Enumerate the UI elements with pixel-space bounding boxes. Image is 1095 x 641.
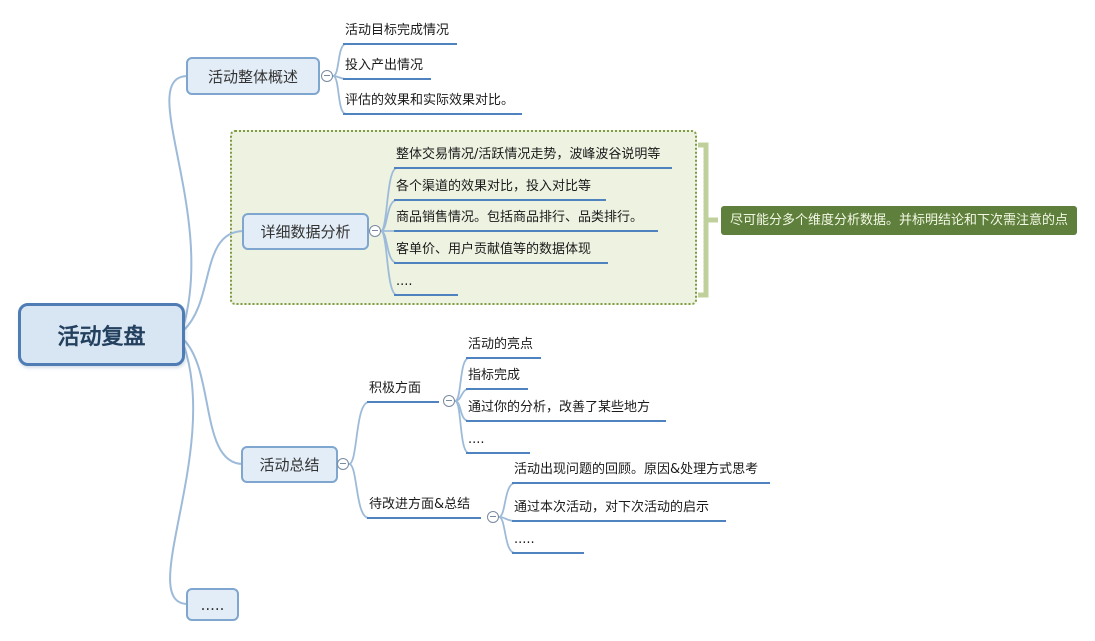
leaf-node[interactable]: 投入产出情况 xyxy=(343,57,432,80)
branch-node-summary[interactable]: 活动总结 xyxy=(241,446,338,483)
leaf-node[interactable]: .... xyxy=(394,273,458,296)
leaf-node[interactable]: 通过本次活动，对下次活动的启示 xyxy=(512,499,726,522)
collapse-icon[interactable] xyxy=(369,225,381,237)
branch-node-data-analysis[interactable]: 详细数据分析 xyxy=(242,213,369,250)
collapse-icon[interactable] xyxy=(443,395,455,407)
summary-bracket xyxy=(698,142,718,298)
leaf-node[interactable]: 各个渠道的效果对比，投入对比等 xyxy=(394,178,606,201)
collapse-icon[interactable] xyxy=(337,458,349,470)
collapse-icon[interactable] xyxy=(321,70,333,82)
root-node[interactable]: 活动复盘 xyxy=(18,303,185,366)
leaf-node[interactable]: 通过你的分析，改善了某些地方 xyxy=(466,399,666,422)
leaf-node[interactable]: 客单价、用户贡献值等的数据体现 xyxy=(394,241,608,264)
collapse-icon[interactable] xyxy=(487,511,499,523)
leaf-node[interactable]: 指标完成 xyxy=(466,367,529,390)
summary-note-callout[interactable]: 尽可能分多个维度分析数据。并标明结论和下次需注意的点 xyxy=(721,206,1078,235)
leaf-node[interactable]: 商品销售情况。包括商品排行、品类排行。 xyxy=(394,209,658,232)
branch-node-more[interactable]: ..... xyxy=(186,588,239,621)
subbranch-node-positive[interactable]: 积极方面 xyxy=(367,380,439,403)
subbranch-node-improve[interactable]: 待改进方面&总结 xyxy=(367,496,481,519)
leaf-node[interactable]: 活动目标完成情况 xyxy=(343,22,458,45)
leaf-node[interactable]: ..... xyxy=(512,531,584,554)
leaf-node[interactable]: .... xyxy=(466,431,530,454)
leaf-node[interactable]: 评估的效果和实际效果对比。 xyxy=(343,92,523,115)
leaf-node[interactable]: 活动出现问题的回顾。原因&处理方式思考 xyxy=(512,461,770,484)
leaf-node[interactable]: 活动的亮点 xyxy=(466,336,542,359)
leaf-node[interactable]: 整体交易情况/活跃情况走势，波峰波谷说明等 xyxy=(394,146,672,169)
branch-node-overview[interactable]: 活动整体概述 xyxy=(186,57,320,95)
